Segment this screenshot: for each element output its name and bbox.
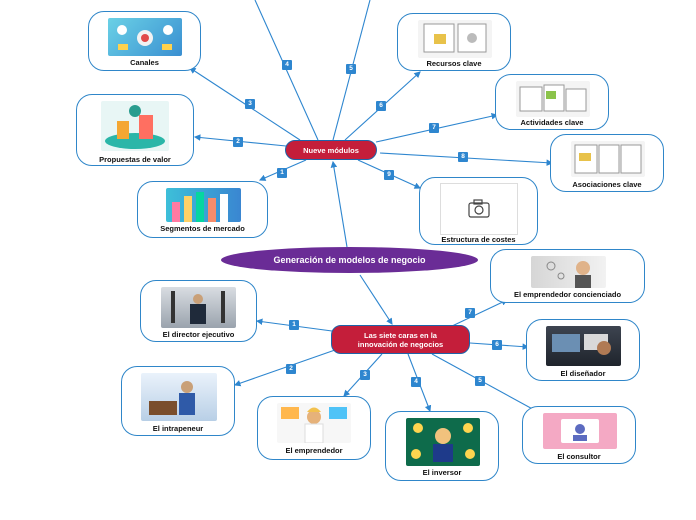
camera-icon bbox=[468, 199, 490, 218]
executive-photo bbox=[161, 287, 236, 328]
key-activities-image bbox=[516, 81, 590, 117]
card-concienciado[interactable]: El emprendedor concienciado bbox=[490, 249, 645, 303]
badge-face-6: 6 bbox=[492, 340, 502, 350]
badge-face-2: 2 bbox=[286, 364, 296, 374]
badge-9: 9 bbox=[384, 170, 394, 180]
card-consultor[interactable]: El consultor bbox=[522, 406, 636, 464]
card-label: El diseñador bbox=[560, 369, 606, 378]
badge-face-7: 7 bbox=[465, 308, 475, 318]
value-proposition-image bbox=[101, 101, 169, 151]
card-recursos[interactable]: Recursos clave bbox=[397, 13, 511, 71]
badge-4: 4 bbox=[282, 60, 292, 70]
badge-6: 6 bbox=[376, 101, 386, 111]
card-label: Recursos clave bbox=[426, 59, 482, 68]
card-asociaciones[interactable]: Asociaciones clave bbox=[550, 134, 664, 192]
consultant-illustration bbox=[543, 413, 617, 449]
badge-1: 1 bbox=[277, 168, 287, 178]
card-canales[interactable]: Canales bbox=[88, 11, 201, 71]
card-label: El emprendedor concienciado bbox=[513, 290, 622, 299]
card-inversor[interactable]: El inversor bbox=[385, 411, 499, 481]
card-label: Segmentos de mercado bbox=[160, 224, 245, 233]
badge-face-3: 3 bbox=[360, 370, 370, 380]
card-segmentos[interactable]: Segmentos de mercado bbox=[137, 181, 268, 238]
image-placeholder[interactable] bbox=[440, 183, 518, 235]
key-resources-image bbox=[418, 20, 492, 58]
badge-5: 5 bbox=[346, 64, 356, 74]
entrepreneur-photo bbox=[277, 403, 351, 443]
card-label: El consultor bbox=[557, 452, 601, 461]
channels-image bbox=[108, 18, 182, 56]
card-disenador[interactable]: El diseñador bbox=[526, 319, 640, 381]
card-actividades[interactable]: Actividades clave bbox=[495, 74, 609, 130]
card-emprendedor[interactable]: El emprendedor bbox=[257, 396, 371, 460]
card-label: Propuestas de valor bbox=[99, 155, 171, 164]
card-propuestas[interactable]: Propuestas de valor bbox=[76, 94, 194, 166]
card-label: El inversor bbox=[422, 468, 462, 477]
badge-2: 2 bbox=[233, 137, 243, 147]
card-label: Canales bbox=[130, 58, 159, 67]
market-segments-image bbox=[166, 188, 241, 222]
key-partnerships-image bbox=[571, 141, 645, 177]
card-label: El director ejecutivo bbox=[162, 330, 235, 339]
card-label: Estructura de costes bbox=[441, 235, 516, 244]
badge-8: 8 bbox=[458, 152, 468, 162]
hub-nueve-modulos[interactable]: Nueve módulos bbox=[285, 140, 377, 160]
card-label: El emprendedor bbox=[285, 446, 343, 455]
card-label: Actividades clave bbox=[520, 118, 584, 127]
hub-siete-caras[interactable]: Las siete caras en la innovación de nego… bbox=[331, 325, 470, 354]
badge-face-5: 5 bbox=[475, 376, 485, 386]
card-intrapeneur[interactable]: El intrapeneur bbox=[121, 366, 235, 436]
badge-7: 7 bbox=[429, 123, 439, 133]
conscious-entrepreneur-photo bbox=[531, 256, 606, 288]
badge-3: 3 bbox=[245, 99, 255, 109]
intrapreneur-photo bbox=[141, 373, 217, 421]
badge-face-1: 1 bbox=[289, 320, 299, 330]
investor-illustration bbox=[406, 418, 480, 466]
designer-photo bbox=[546, 326, 621, 366]
card-director[interactable]: El director ejecutivo bbox=[140, 280, 257, 342]
badge-face-4: 4 bbox=[411, 377, 421, 387]
card-label: Asociaciones clave bbox=[572, 180, 642, 189]
root-topic[interactable]: Generación de modelos de negocio bbox=[221, 247, 478, 273]
card-label: El intrapeneur bbox=[152, 424, 204, 433]
